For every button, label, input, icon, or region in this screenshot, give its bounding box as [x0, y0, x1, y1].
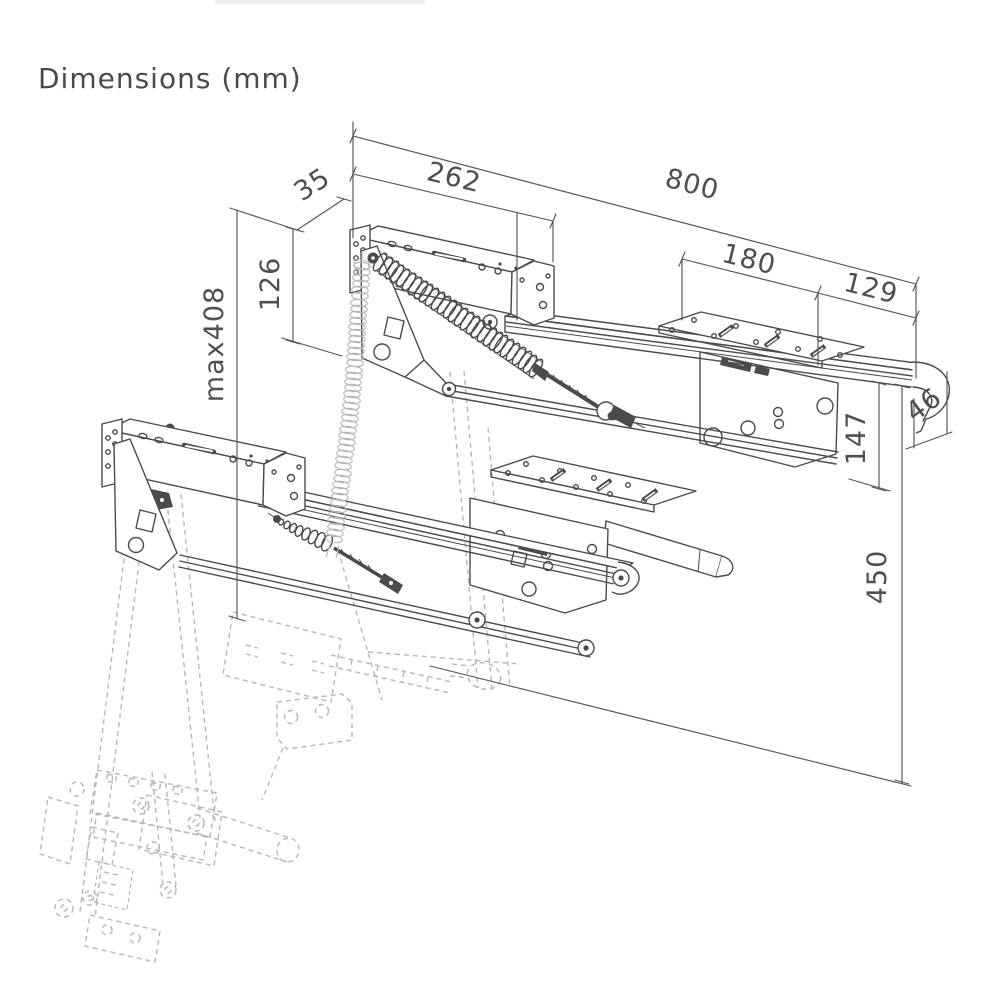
ext-line: [848, 478, 891, 492]
dim-label-126: 126: [255, 257, 286, 312]
lower-cone-spring: [267, 512, 403, 594]
upper-lift-unit: [349, 224, 951, 468]
lower-arm: [178, 554, 595, 658]
dim-label-147: 147: [841, 411, 872, 466]
dim-line-180: [681, 258, 819, 294]
upper-side-bracket-plate: [699, 351, 839, 468]
ext-line: [229, 207, 298, 231]
lower-lift-unit: [101, 418, 734, 658]
lower-pivot-plate: [113, 438, 178, 571]
cropped-top-artifact: [215, 0, 425, 4]
upper-housing: [349, 224, 555, 326]
square-cutout: [383, 316, 405, 340]
dim-label-450: 450: [862, 550, 893, 605]
mechanism-layer: [101, 224, 951, 658]
dim-line-262: [352, 173, 554, 222]
upper-top-mounting-plate: [658, 311, 865, 369]
lower-right-bracket: [262, 452, 306, 517]
lower-top-mounting-plate: [490, 455, 697, 513]
dim-label-180: 180: [719, 238, 779, 281]
threaded-rod: [333, 546, 389, 583]
ghost-spring: [324, 252, 372, 559]
dim-label-35: 35: [289, 162, 336, 208]
dimension-layer: 800 262 35 126 max408 180 129 147 46 450: [199, 121, 953, 787]
dim-label-max408: max408: [199, 286, 230, 402]
dim-line-35: [296, 198, 345, 231]
ext-line: [905, 431, 953, 450]
page-title: Dimensions (mm): [38, 62, 302, 95]
dim-line-800: [352, 135, 917, 285]
dim-label-800: 800: [662, 163, 723, 207]
dim-label-129: 129: [841, 267, 901, 310]
lower-bracket-plate: [469, 497, 609, 614]
ext-line: [281, 337, 343, 357]
upper-arm: [404, 359, 839, 465]
dim-line-129: [817, 292, 917, 319]
tension-spring: [367, 250, 646, 429]
ext-line: [429, 665, 912, 787]
